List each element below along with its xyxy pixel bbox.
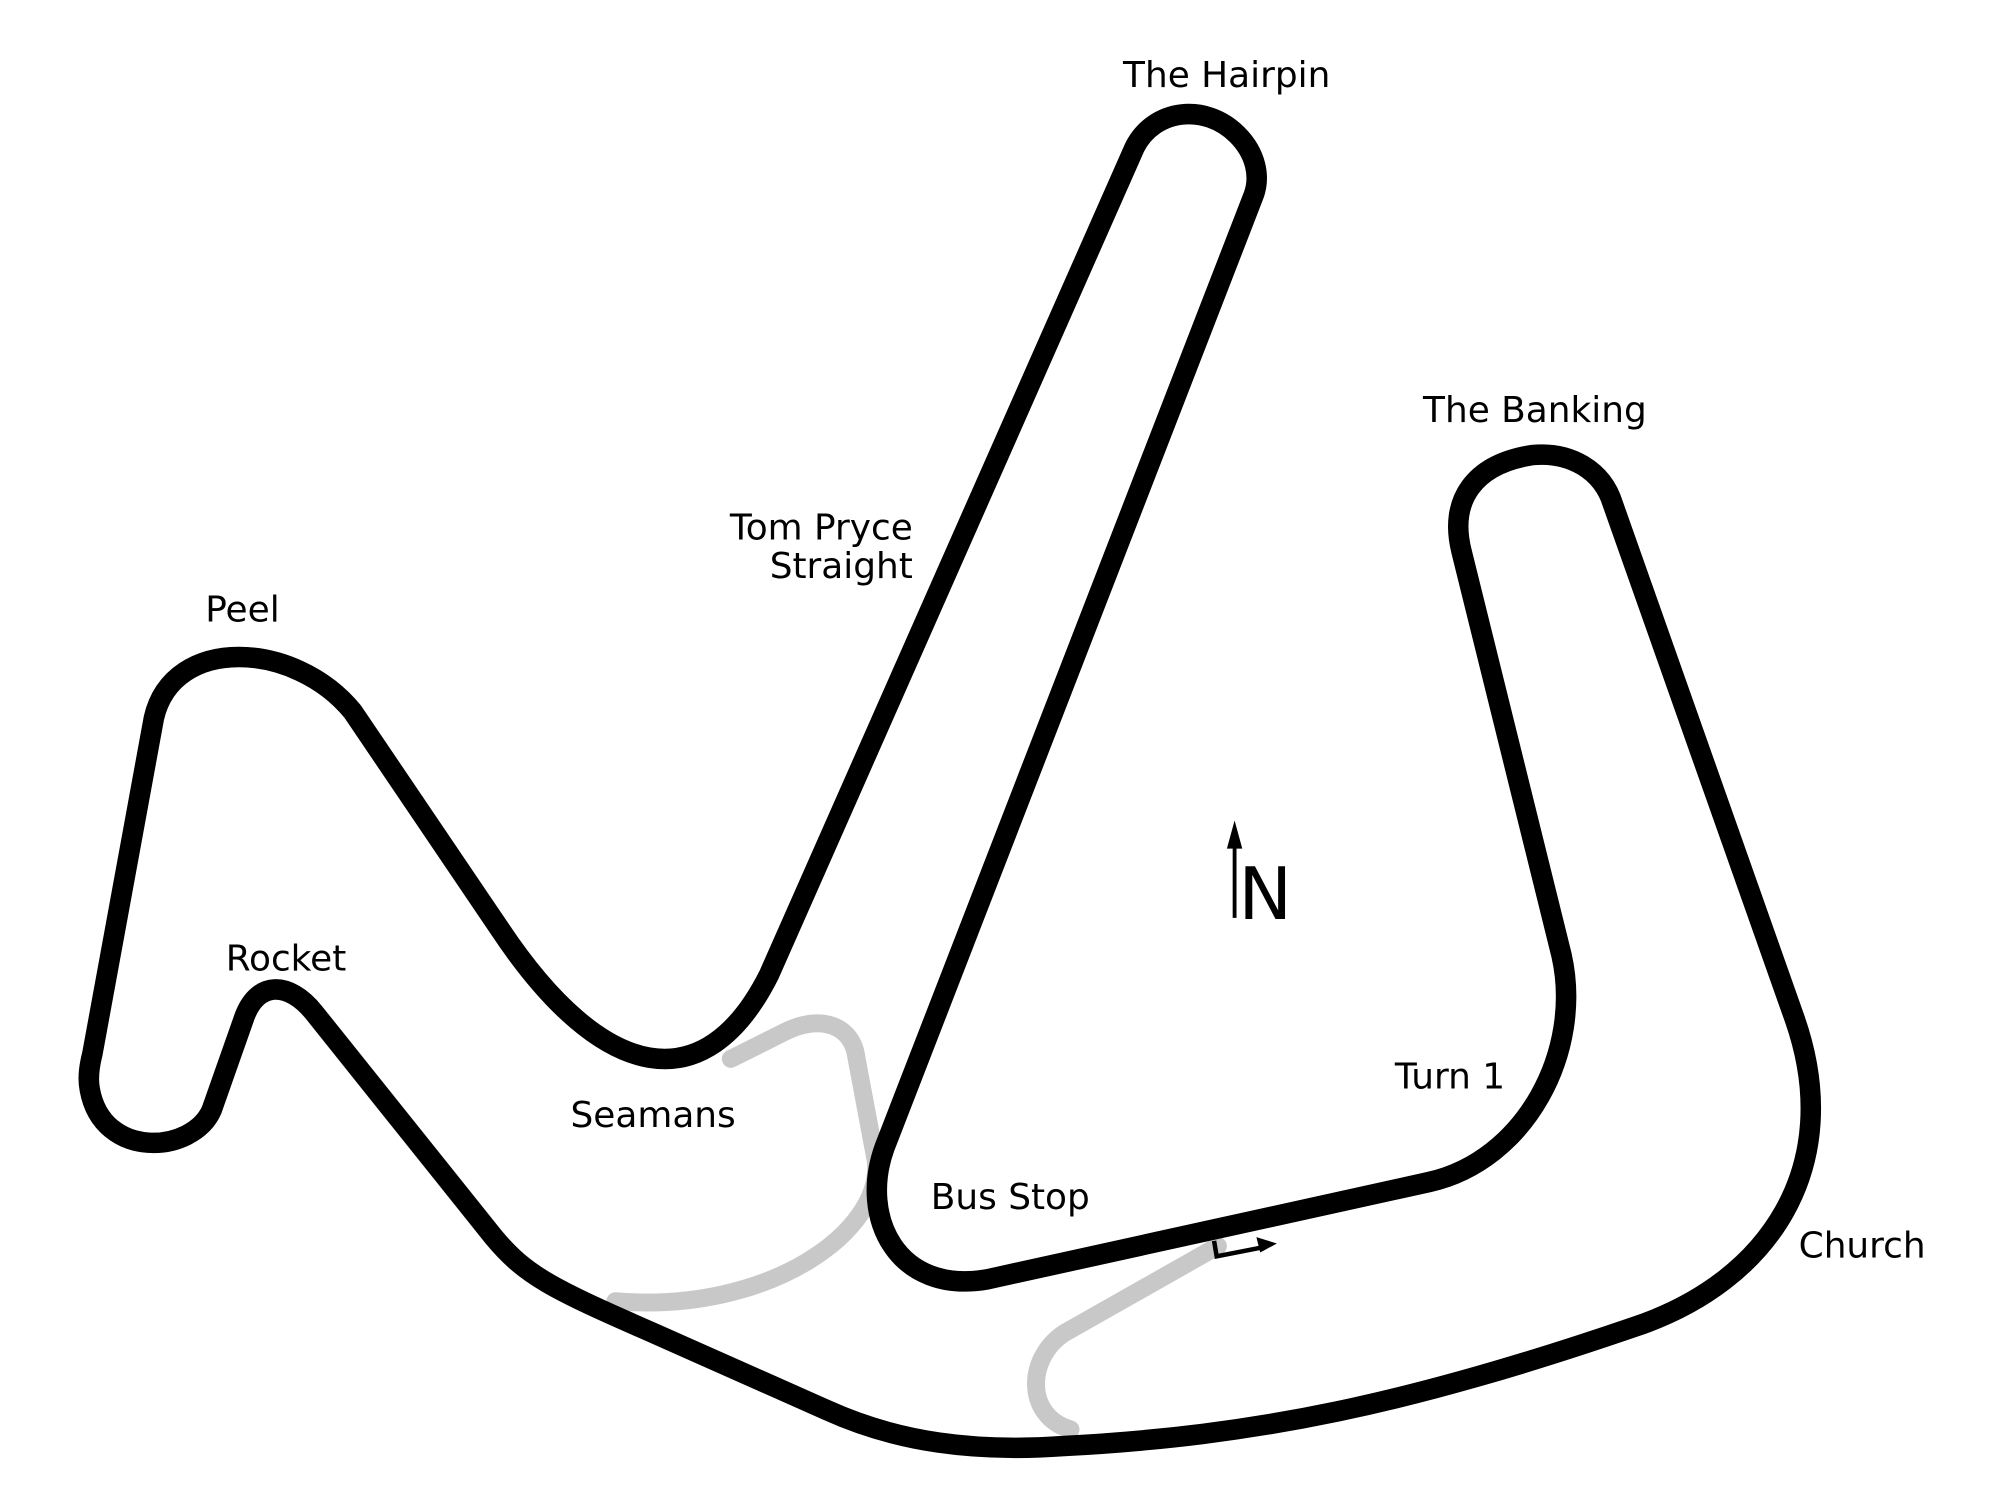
start-finish-arrow	[1211, 1237, 1277, 1259]
label-the-banking: The Banking	[1422, 390, 1647, 431]
label-peel: Peel	[205, 590, 279, 631]
north-label: N	[1238, 852, 1292, 936]
label-rocket: Rocket	[226, 938, 347, 979]
main-track	[78, 103, 1821, 1459]
label-tom-pryce-line2: Straight	[770, 546, 913, 587]
north-arrow: N	[1226, 820, 1292, 936]
label-church: Church	[1799, 1226, 1926, 1267]
label-the-hairpin: The Hairpin	[1122, 55, 1330, 96]
label-tom-pryce-line1: Tom Pryce	[729, 508, 913, 549]
label-turn-1: Turn 1	[1394, 1056, 1505, 1097]
label-bus-stop: Bus Stop	[931, 1177, 1090, 1218]
label-seamans: Seamans	[571, 1095, 736, 1136]
bus-stop-bypass	[1027, 1237, 1227, 1439]
